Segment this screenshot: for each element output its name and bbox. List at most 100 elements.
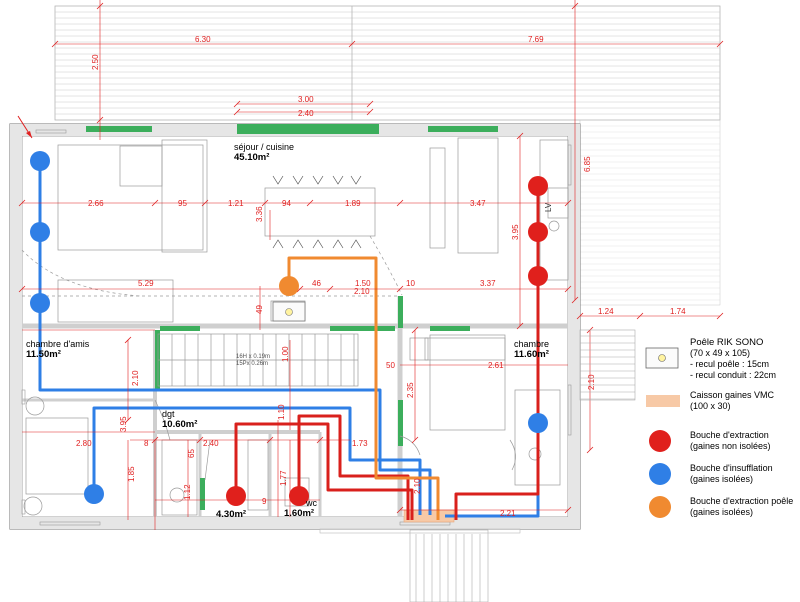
dim-10: 10 bbox=[406, 279, 415, 288]
legend-stove-line-3: - recul conduit : 22cm bbox=[690, 369, 777, 380]
side-steps bbox=[579, 329, 636, 401]
dim-173: 1.73 bbox=[352, 439, 368, 448]
legend-insufflation-sub: (gaines isolées) bbox=[690, 473, 754, 484]
dim-185: 1.85 bbox=[127, 466, 136, 482]
stairs-info: 16H x 0.19m 15Px 0.26m bbox=[236, 354, 270, 367]
legend-stove-ext-dot bbox=[649, 496, 671, 518]
dishwasher-label: LV bbox=[544, 202, 553, 212]
legend-insufflation-dot bbox=[649, 463, 671, 485]
dim-terrace-right: 7.69 bbox=[528, 35, 544, 44]
room-wc-area: 1.60m² bbox=[284, 508, 315, 520]
room-wc: wc 1.60m² bbox=[284, 498, 317, 520]
room-dgt: dgt 10.60m² bbox=[162, 409, 197, 431]
legend-stove-ext-sub: (gaines isolées) bbox=[690, 506, 754, 517]
dim-8: 8 bbox=[144, 439, 149, 448]
dim-280: 2.80 bbox=[76, 439, 92, 448]
insufflation-vent-2 bbox=[30, 222, 50, 242]
insufflation-vent-1 bbox=[30, 151, 50, 171]
dining-chairs bbox=[272, 175, 362, 249]
dim-235: 2.35 bbox=[406, 382, 415, 398]
stairs-text-2: 15Px 0.26m bbox=[236, 361, 268, 367]
dim-49: 49 bbox=[255, 305, 264, 314]
dim-row1-2: 1.21 bbox=[228, 199, 244, 208]
dim-row1-5: 3.47 bbox=[470, 199, 486, 208]
dim-50: 50 bbox=[386, 361, 395, 370]
dim-row1-1: 95 bbox=[178, 199, 187, 208]
dim-9: 9 bbox=[262, 497, 267, 506]
dim-395-right: 3.95 bbox=[511, 224, 520, 240]
dim-row1-0: 2.66 bbox=[88, 199, 104, 208]
dim-210: 2.10 bbox=[354, 287, 370, 296]
stove-extraction-vent bbox=[279, 276, 299, 296]
room-chambre-name: chambre bbox=[514, 339, 550, 349]
dim-150: 1.50 bbox=[355, 279, 371, 288]
legend-vmc: Caisson gaines VMC (100 x 30) bbox=[690, 390, 774, 412]
legend-extraction-title: Bouche d'extraction bbox=[690, 430, 769, 440]
windows bbox=[21, 124, 572, 526]
legend-stove-ext-title: Bouche d'extraction poêle bbox=[690, 496, 794, 506]
extraction-vent-3 bbox=[528, 266, 548, 286]
legend-stove-line-1: (70 x 49 x 105) bbox=[690, 348, 751, 359]
dim-110: 1.10 bbox=[277, 404, 286, 420]
insufflation-vent-3 bbox=[30, 293, 50, 313]
dim-177: 1.77 bbox=[279, 470, 288, 486]
dim-row1-4: 1.89 bbox=[345, 199, 361, 208]
extraction-vent-4 bbox=[226, 486, 246, 506]
dim-right-depth: 6.85 bbox=[583, 156, 592, 172]
extraction-vent-5 bbox=[289, 486, 309, 506]
legend-extraction-dot bbox=[649, 430, 671, 452]
room-sejour-area: 45.10m² bbox=[234, 152, 270, 164]
entrance-arrow bbox=[17, 115, 33, 139]
dim-100: 1.00 bbox=[281, 346, 290, 362]
dim-529: 5.29 bbox=[138, 279, 154, 288]
dimension-labels: 6.30 7.69 2.50 6.85 3.00 2.40 2.66 95 1.… bbox=[76, 35, 686, 518]
dim-337: 3.37 bbox=[480, 279, 496, 288]
legend-vmc-swatch bbox=[646, 395, 680, 407]
dim-terrace-depth: 2.50 bbox=[91, 54, 100, 70]
dim-terrace-left: 6.30 bbox=[195, 35, 211, 44]
legend-graphics bbox=[645, 347, 680, 518]
side-deck bbox=[579, 119, 721, 306]
room-chambre: chambre 11.60m² bbox=[514, 339, 549, 361]
dim-210-ch: 2.10 bbox=[413, 478, 422, 494]
legend-stove-title: Poêle RIK SONO bbox=[690, 337, 764, 348]
legend-stove-ext: Bouche d'extraction poêle (gaines isolée… bbox=[690, 496, 793, 518]
dim-46: 46 bbox=[312, 279, 321, 288]
legend-extraction: Bouche d'extraction (gaines non isolées) bbox=[690, 430, 771, 452]
legend-insufflation: Bouche d'insufflation (gaines isolées) bbox=[690, 463, 773, 485]
dim-174: 1.74 bbox=[670, 307, 686, 316]
legend-insufflation-title: Bouche d'insufflation bbox=[690, 463, 773, 473]
dim-395-left: 3.95 bbox=[119, 416, 128, 432]
room-chambre-area: 11.60m² bbox=[514, 349, 549, 361]
legend-extraction-sub: (gaines non isolées) bbox=[690, 440, 771, 451]
extraction-vent-2 bbox=[528, 222, 548, 242]
legend-stove-line-2: - recul poêle : 15cm bbox=[690, 359, 770, 370]
stairs-text-1: 16H x 0.19m bbox=[236, 354, 270, 360]
room-sdb-area: 4.30m² bbox=[216, 509, 247, 520]
terrace-deck bbox=[54, 5, 721, 121]
room-chambre-amis: chambre d'amis 11.50m² bbox=[26, 339, 89, 361]
room-dgt-area: 10.60m² bbox=[162, 419, 198, 431]
room-dgt-name: dgt bbox=[162, 409, 175, 419]
stove bbox=[272, 301, 306, 322]
room-sdb: 4.30m² bbox=[216, 509, 246, 521]
dim-221: 2.21 bbox=[500, 509, 516, 518]
dim-261: 2.61 bbox=[488, 361, 504, 370]
dim-row1-3: 94 bbox=[282, 199, 291, 208]
room-wc-name: wc bbox=[306, 498, 317, 508]
insufflation-vent-5 bbox=[528, 413, 548, 433]
legend-stove: Poêle RIK SONO (70 x 49 x 105) - recul p… bbox=[690, 337, 776, 381]
room-sejour: séjour / cuisine 45.10m² bbox=[234, 142, 294, 164]
room-sejour-name: séjour / cuisine bbox=[234, 142, 295, 152]
room-chambre-amis-area: 11.50m² bbox=[26, 349, 61, 361]
vent-markers bbox=[30, 151, 548, 506]
dim-112: 1.12 bbox=[183, 484, 192, 500]
entrance-steps bbox=[319, 528, 521, 602]
ducts bbox=[38, 160, 540, 520]
dim-240: 2.40 bbox=[203, 439, 219, 448]
dim-124: 1.24 bbox=[598, 307, 614, 316]
extraction-vent-1 bbox=[528, 176, 548, 196]
dim-336: 3.36 bbox=[255, 206, 264, 222]
dimension-lines bbox=[22, 0, 720, 530]
